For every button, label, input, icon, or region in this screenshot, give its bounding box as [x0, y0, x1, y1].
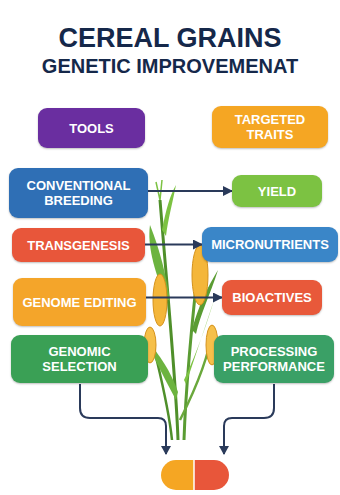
plant-illustration — [144, 180, 218, 440]
tool-trait-box: PROCESSING PERFORMANCE — [214, 335, 334, 383]
box-text: YIELD — [252, 184, 302, 199]
box-text: CONVENTIONAL BREEDING — [9, 178, 148, 208]
diagram-title: CEREAL GRAINS — [0, 22, 340, 54]
arrow-connector — [146, 297, 222, 299]
tool-trait-box: TARGETED TRAITS — [212, 106, 328, 148]
leader-line — [224, 384, 274, 454]
box-text: PROCESSING PERFORMANCE — [214, 344, 334, 374]
tool-trait-box: CONVENTIONAL BREEDING — [9, 168, 148, 218]
tool-trait-box: MICRONUTRIENTS — [202, 227, 338, 262]
leader-line — [80, 384, 166, 454]
box-text: MICRONUTRIENTS — [205, 237, 335, 252]
tool-trait-box: BIOACTIVES — [222, 280, 322, 315]
box-text: GENOMIC SELECTION — [11, 344, 148, 374]
box-text: BIOACTIVES — [226, 290, 317, 305]
tool-trait-box: YIELD — [232, 175, 322, 207]
arrow-connector — [145, 244, 202, 246]
capsule-symbol — [161, 460, 229, 490]
tool-trait-box: TOOLS — [38, 108, 145, 148]
tool-trait-box: GENOME EDITING — [13, 278, 146, 326]
box-text: TOOLS — [63, 121, 120, 136]
box-text: TRANSGENESIS — [21, 238, 136, 253]
subtitle-label: GENETIC IMPROVEMENAT — [0, 54, 340, 78]
tool-trait-box: GENOMIC SELECTION — [11, 335, 148, 383]
box-text: GENOME EDITING — [16, 295, 142, 310]
box-text: TARGETED TRAITS — [212, 112, 328, 142]
arrow-connector — [148, 190, 232, 192]
tool-trait-box: TRANSGENESIS — [12, 228, 145, 262]
